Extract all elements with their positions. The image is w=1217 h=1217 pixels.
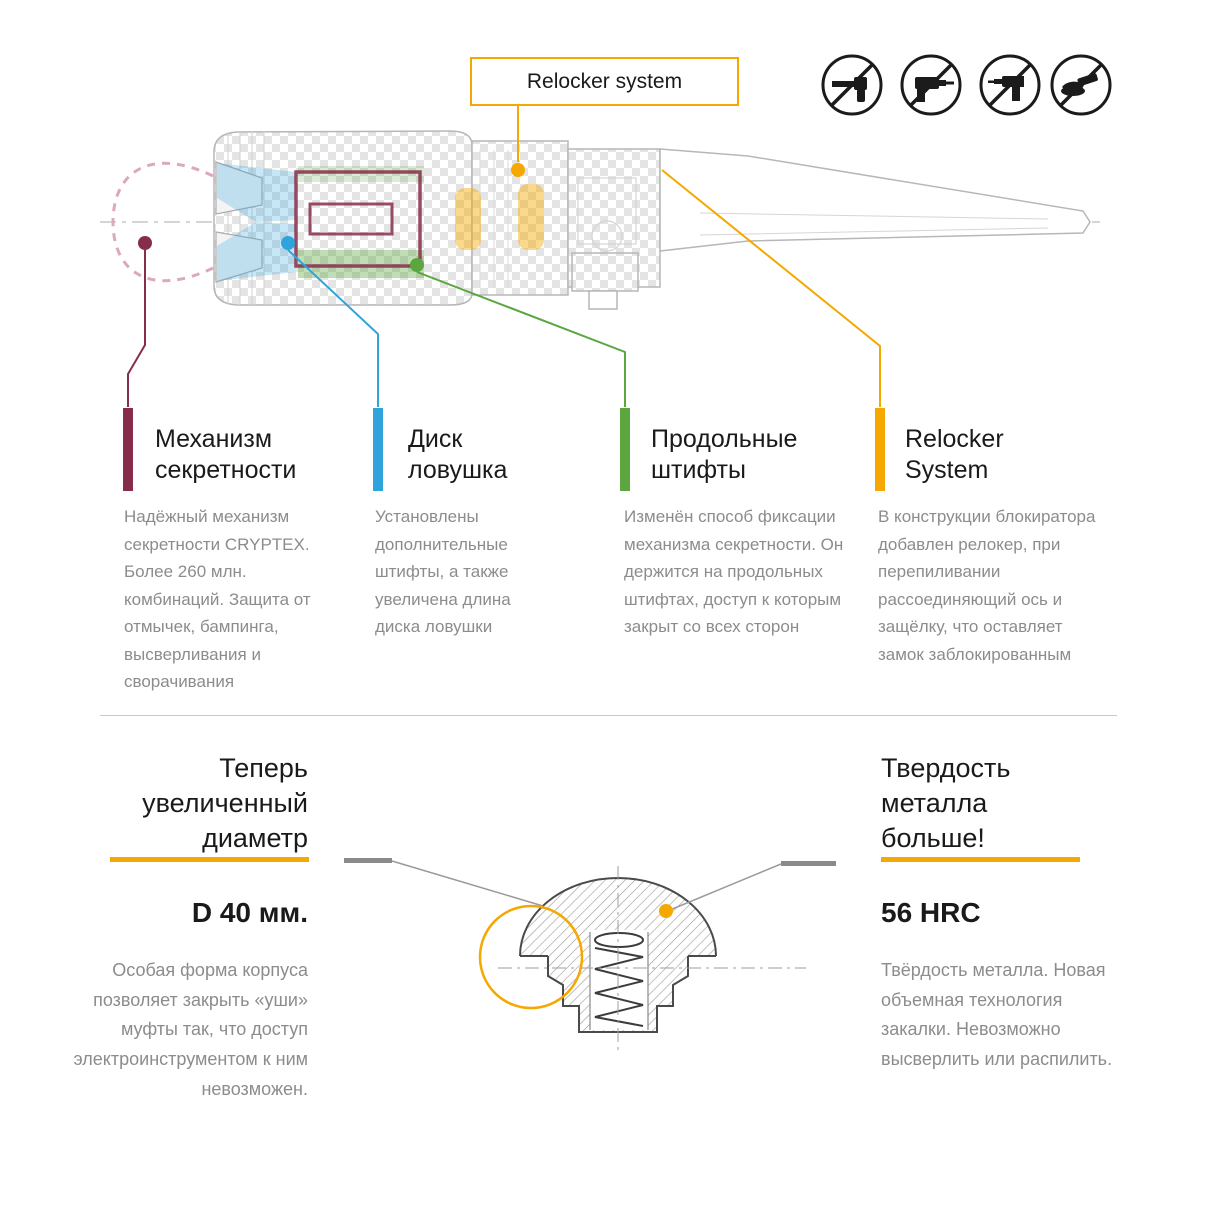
- lock-cutaway-diagram: [100, 130, 1100, 310]
- prohibition-icons: [821, 54, 1112, 116]
- cavity-walls: [589, 932, 649, 1030]
- hardness-value: 56 HRC: [881, 897, 981, 928]
- right-leader-bar: [781, 861, 836, 866]
- relocker-system-label: Relocker system: [470, 57, 739, 106]
- callout-body-mechanism: Надёжный механизм секретности CRYPTEX. Б…: [124, 507, 311, 692]
- right-leader-line: [669, 863, 782, 911]
- disc-trap-overlay-top: [217, 163, 296, 222]
- callout-bar-disc-trap: [373, 408, 383, 491]
- longitudinal-pins-connector: [410, 258, 626, 407]
- mechanism-outline-outer: [294, 170, 422, 268]
- relocker-connector: [511, 103, 881, 407]
- upper-jaw: [215, 161, 263, 215]
- mechanism-callout-dot: [138, 236, 152, 250]
- section-divider: [100, 715, 1117, 716]
- callout-bar-mechanism: [123, 408, 133, 491]
- shackle-arm: [659, 148, 1091, 252]
- pin-dome-hatch: [520, 878, 716, 956]
- callout-title-longitudinal-pins: Продольные штифты: [651, 425, 798, 484]
- longitudinal-pins-callout-dot: [410, 258, 424, 272]
- pins-overlay-bottom: [298, 250, 424, 278]
- no-drilling-icon: [900, 54, 962, 116]
- callout-title-mechanism: Механизм секретности: [155, 425, 297, 484]
- pin-marker-dot: [659, 904, 673, 918]
- internal-detail-circle: [591, 220, 623, 252]
- hardness-accent-bar: [881, 857, 1080, 862]
- no-hammer-drilling-icon: [979, 54, 1041, 116]
- diameter-value: D 40 мм.: [191, 897, 308, 928]
- relocker-pin-overlay-2: [518, 184, 544, 250]
- internal-detail-frame: [577, 177, 637, 245]
- housing-ribs: [227, 131, 265, 305]
- callout-bar-longitudinal-pins: [620, 408, 630, 491]
- no-lockpicking-icon: [821, 54, 883, 116]
- callout-body-disc-trap: Установлены дополнительные штифты, а так…: [375, 507, 511, 637]
- left-leader-line: [391, 860, 544, 907]
- lower-jaw: [215, 231, 263, 283]
- left-leader-bar: [344, 858, 392, 863]
- callout-body-relocker: В конструкции блокиратора добавлен релок…: [878, 507, 1096, 664]
- internal-detail-lines: [479, 150, 509, 288]
- callout-bar-relocker: [875, 408, 885, 491]
- no-grinding-icon: [1050, 54, 1112, 116]
- disc-trap-callout-dot: [281, 236, 295, 250]
- disc-trap-overlay-bottom: [217, 222, 296, 281]
- disc-trap-connector: [281, 236, 379, 407]
- spring-top: [594, 932, 644, 948]
- pin-highlight-circle: [478, 904, 584, 1010]
- relocker-pin-drawing: [344, 858, 836, 1050]
- mechanism-connector: [127, 236, 152, 407]
- pins-overlay-top: [298, 166, 424, 182]
- hitch-ball-dashed-outline: [111, 161, 214, 283]
- latch-tab: [588, 290, 618, 310]
- latch-housing: [571, 252, 639, 292]
- callout-title-relocker: Relocker System: [905, 425, 1004, 484]
- callout-body-longitudinal-pins: Изменён способ фиксации механизма секрет…: [624, 507, 844, 637]
- relocker-callout-dot: [511, 163, 525, 177]
- callout-title-disc-trap: Диск ловушка: [408, 425, 508, 484]
- hardness-description: Твёрдость металла. Новая объемная технол…: [881, 960, 1113, 1070]
- hardness-title: Твердость металла больше!: [881, 753, 1011, 854]
- relocker-pin-overlay-1: [455, 188, 481, 250]
- diameter-accent-bar: [110, 857, 309, 862]
- shackle-arm-inner-lines: [699, 212, 1049, 236]
- diameter-title: Теперь увеличенный диаметр: [142, 753, 308, 854]
- mechanism-outline-inner: [308, 202, 394, 236]
- relocker-system-label-text: Relocker system: [526, 69, 683, 93]
- diameter-description: Особая форма корпуса позволяет закрыть «…: [73, 960, 309, 1099]
- spring-coils: [594, 947, 644, 1027]
